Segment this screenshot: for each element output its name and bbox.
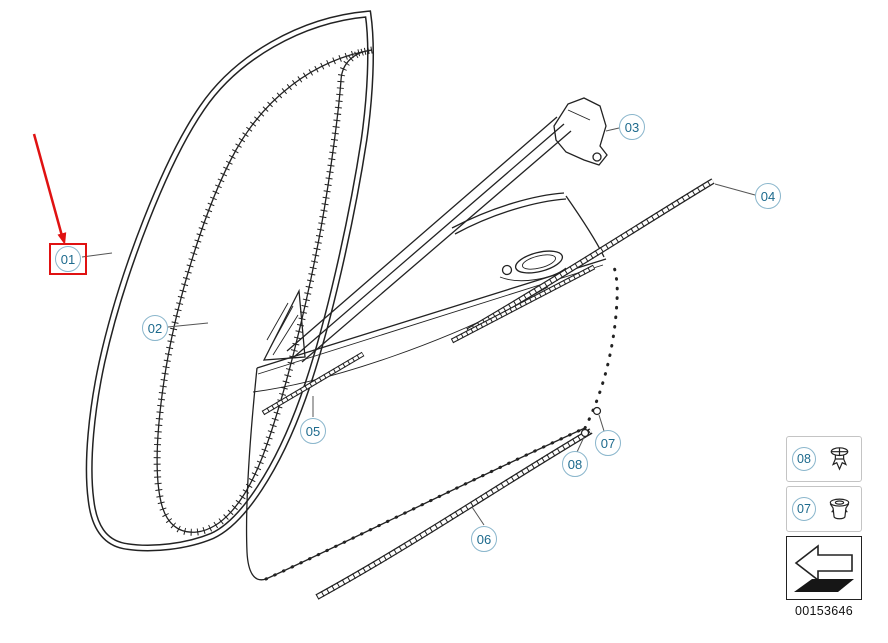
- callout-02[interactable]: 02: [142, 315, 168, 341]
- part-number: 00153646: [794, 604, 853, 618]
- door-handle: [499, 250, 567, 282]
- frame-top-inner: [454, 198, 567, 235]
- callout-04[interactable]: 04: [755, 183, 781, 209]
- callout-03[interactable]: 03: [619, 114, 645, 140]
- door-panel: [245, 258, 619, 581]
- mirror-hatch-1: [269, 305, 294, 349]
- bracket-03-body: [553, 97, 608, 166]
- clip-08-marker: [580, 428, 590, 438]
- leader-02: [167, 322, 209, 328]
- sill-strip-06: [315, 428, 593, 600]
- leader-01: [81, 252, 113, 258]
- door-front-edge: [245, 367, 267, 581]
- grommet-clip-icon: [829, 498, 850, 520]
- leader-06: [471, 506, 485, 526]
- highlight-box: [49, 243, 87, 275]
- callout-01[interactable]: 01: [55, 246, 81, 272]
- leader-03: [605, 127, 620, 132]
- strip-04-mid: [467, 179, 714, 333]
- mirror-hatch-3: [266, 302, 289, 341]
- clip-07-marker: [592, 406, 602, 416]
- legend-item-08[interactable]: 08: [786, 436, 862, 482]
- expanding-rivet-clip-icon: [830, 447, 849, 471]
- highlight-arrow: [32, 133, 67, 245]
- mirror-triangle: [262, 288, 306, 361]
- frame-top-outer: [451, 192, 565, 229]
- door-seal-01-inner: [87, 11, 373, 550]
- door-seal-01-outline: [85, 10, 375, 552]
- strip-05-mid: [262, 352, 364, 415]
- highlight-arrow-shaft: [32, 133, 64, 237]
- bracket-03-hole: [592, 152, 602, 162]
- door-bottom-edge: [265, 427, 586, 580]
- handle-outer: [514, 250, 564, 274]
- bracket-03-detail: [567, 109, 591, 121]
- strip-06-mid: [316, 429, 592, 599]
- leader-08: [576, 436, 585, 453]
- inner-strip-05: [261, 351, 365, 416]
- leader-07: [598, 414, 605, 432]
- inner-belt-mid: [451, 265, 595, 343]
- callout-05[interactable]: 05: [300, 418, 326, 444]
- installation-direction-arrow-icon: [794, 544, 854, 592]
- legend-callout-08[interactable]: 08: [792, 447, 816, 471]
- handle-inner: [521, 254, 557, 270]
- leader-lines: [81, 127, 756, 526]
- legend-item-07[interactable]: 07: [786, 486, 862, 532]
- callout-08[interactable]: 08: [562, 451, 588, 477]
- guide-rail-1: [286, 116, 558, 352]
- leader-04: [714, 183, 756, 196]
- inner-belt-strip: [450, 264, 596, 344]
- door-bottom-clip-dots: [264, 426, 587, 581]
- direction-arrow-box: [786, 536, 862, 600]
- belt-strip-04: [466, 178, 715, 334]
- lock-cylinder: [501, 264, 513, 276]
- guide-rail-2: [293, 123, 565, 358]
- door-seal-01: [85, 10, 375, 552]
- callout-07[interactable]: 07: [595, 430, 621, 456]
- legend-panel: 08 07 00153646: [786, 436, 862, 618]
- mirror-hatch-2: [272, 314, 299, 356]
- door-rear-edge-dotted: [583, 260, 619, 430]
- handle-recess: [499, 267, 567, 282]
- bracket-03: [553, 97, 608, 166]
- frame-b-pillar: [565, 195, 605, 258]
- guide-rail-3: [301, 130, 572, 363]
- legend-callout-07[interactable]: 07: [792, 497, 816, 521]
- door-seal-02: [153, 46, 373, 536]
- door-seal-02-line: [156, 49, 373, 533]
- highlight-arrow-head: [57, 232, 67, 245]
- clips: [580, 406, 602, 438]
- window-frame: [262, 116, 605, 363]
- callout-06[interactable]: 06: [471, 526, 497, 552]
